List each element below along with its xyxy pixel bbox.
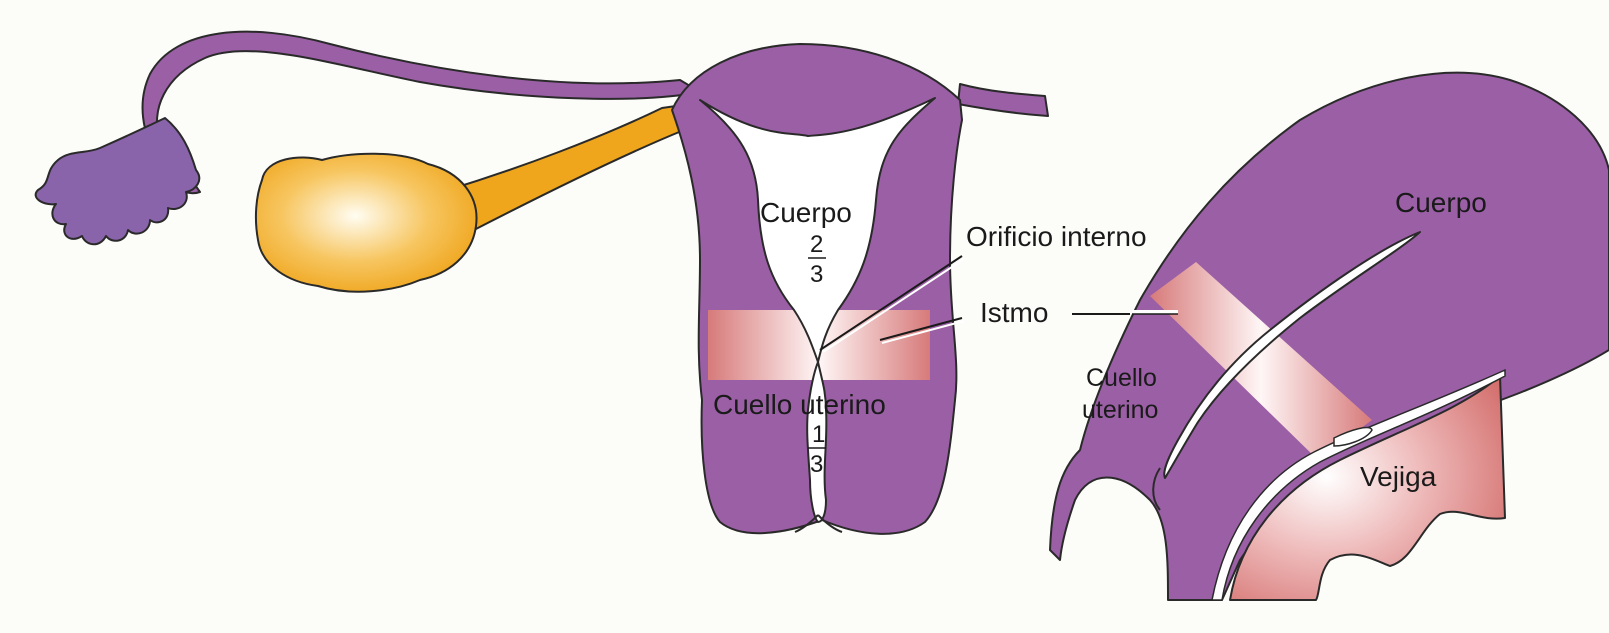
side-body-label: Cuerpo (1395, 187, 1487, 218)
front-cervix-fraction-den: 3 (810, 451, 823, 478)
isthmus-label: Istmo (980, 297, 1048, 328)
front-body-fraction-den: 3 (810, 261, 823, 288)
bladder-label: Vejiga (1360, 461, 1437, 492)
side-cervix-label-line2: uterino (1082, 396, 1158, 424)
side-cervix-label-line1: Cuello (1086, 364, 1157, 392)
front-cervix-fraction-num: 1 (812, 421, 825, 448)
front-body-fraction-num: 2 (810, 231, 823, 258)
front-cervix-label: Cuello uterino (713, 389, 886, 420)
fimbriae (36, 118, 200, 244)
internal-os-label: Orificio interno (966, 221, 1147, 252)
ovary (256, 154, 477, 292)
front-body-label: Cuerpo (760, 197, 852, 228)
ovarian-ligament (448, 104, 690, 232)
right-tube-stub (958, 84, 1048, 116)
